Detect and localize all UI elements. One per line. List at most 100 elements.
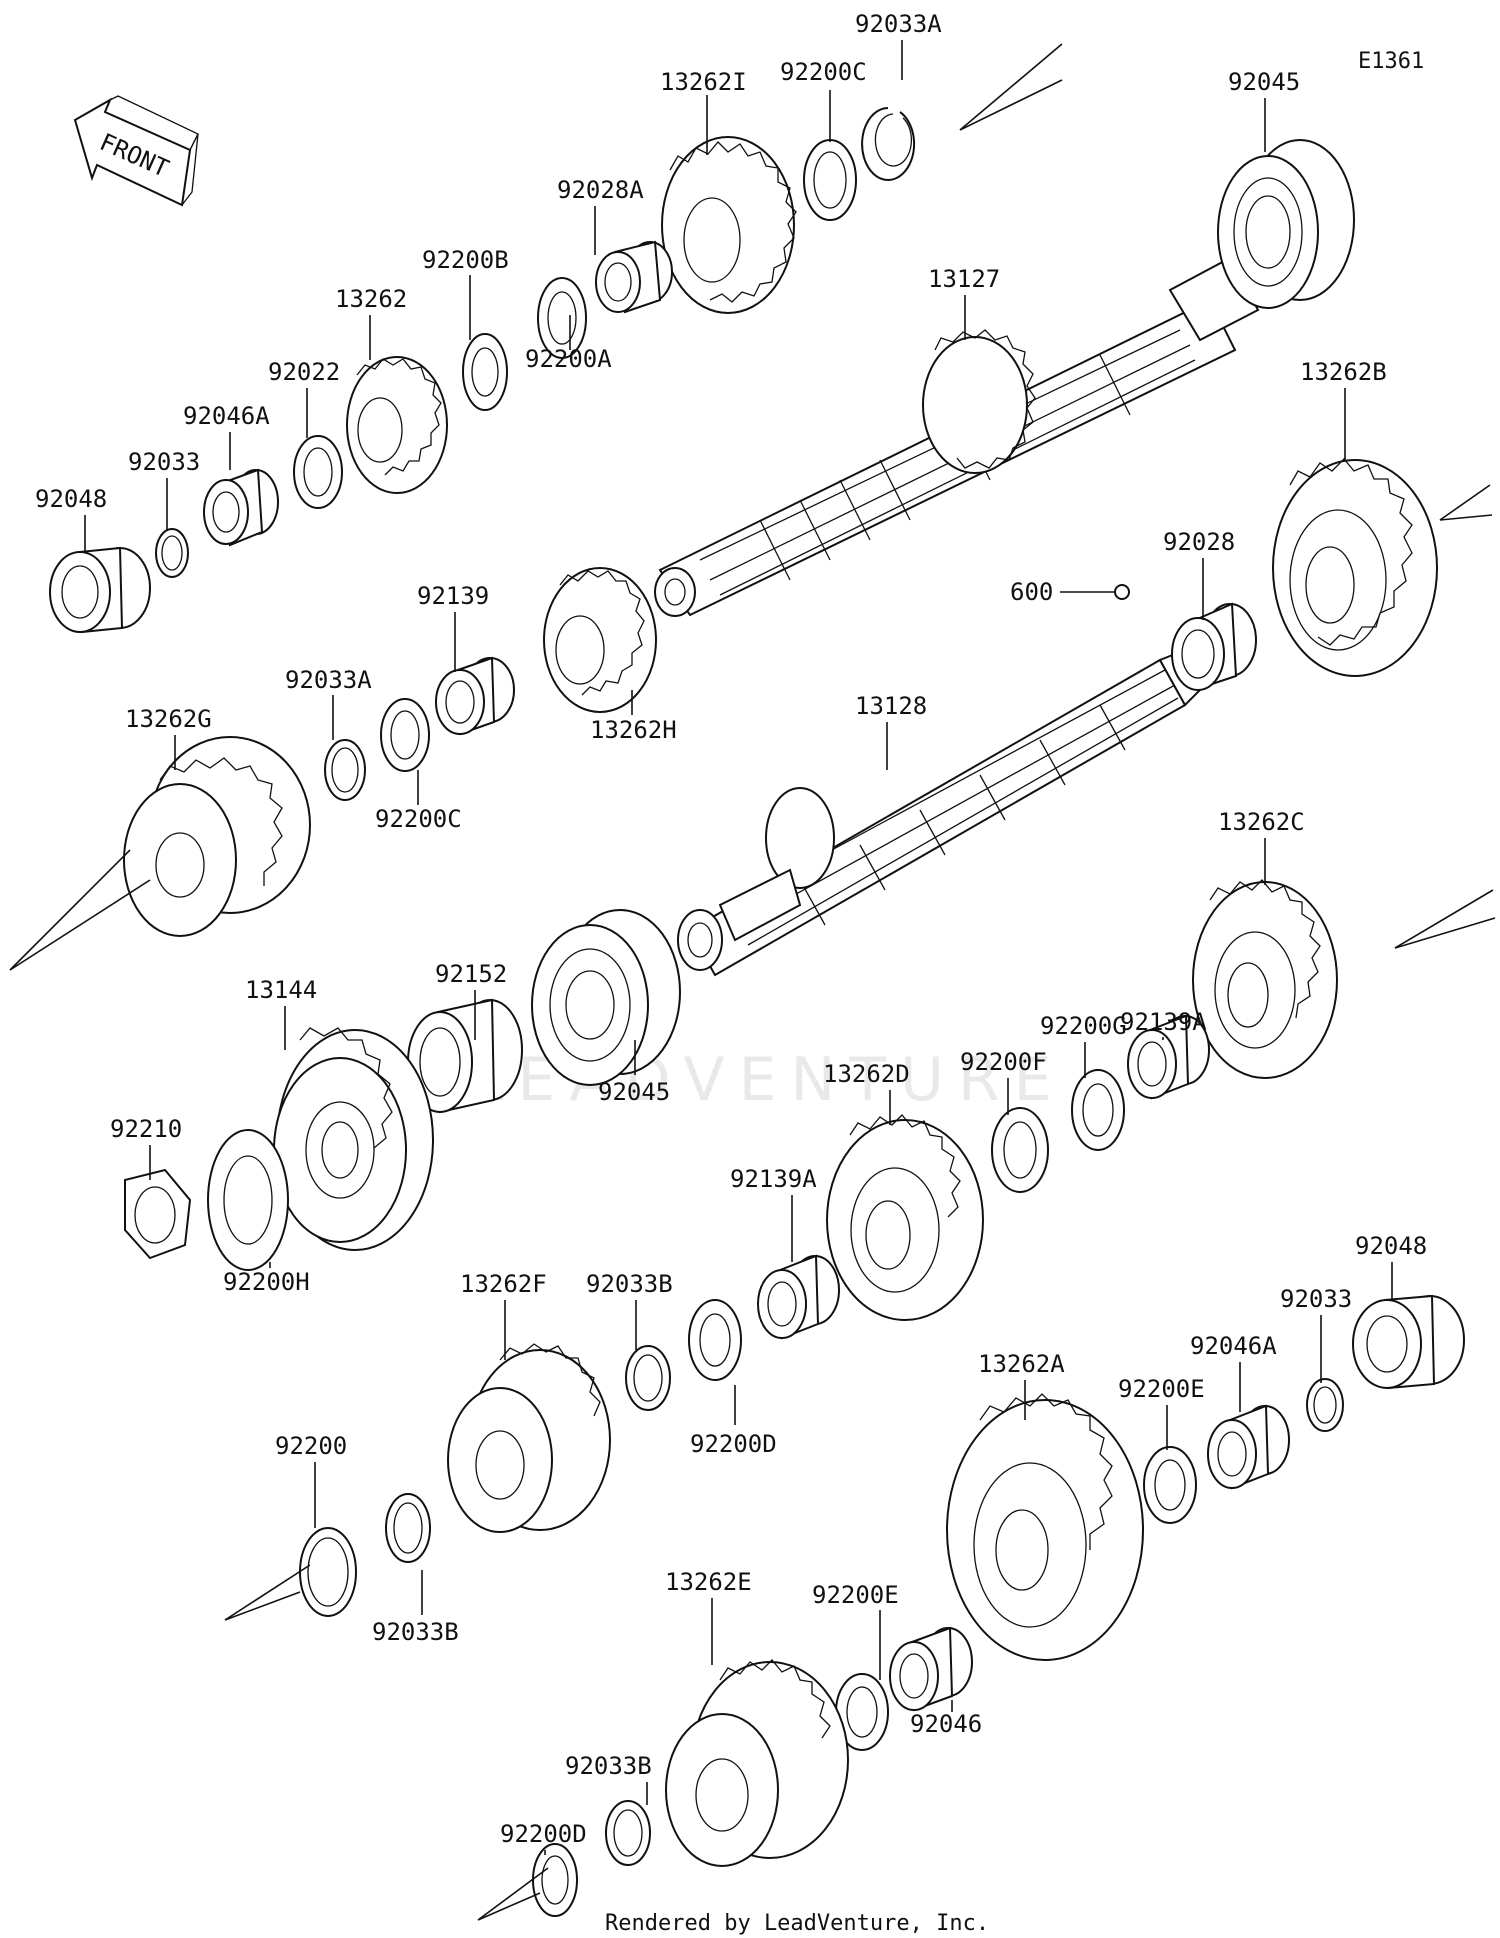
label-92139[interactable]: 92139: [417, 582, 489, 610]
front-arrow-icon: FRONT: [73, 95, 199, 207]
label-92200H[interactable]: 92200H: [223, 1268, 310, 1296]
label-13128[interactable]: 13128: [855, 692, 927, 720]
needle-bearing-92028A[interactable]: [595, 240, 673, 314]
gear-13127[interactable]: [922, 329, 1036, 474]
label-92033-left[interactable]: 92033: [128, 448, 200, 476]
label-13262C[interactable]: 13262C: [1218, 808, 1305, 836]
label-92139A-mid[interactable]: 92139A: [730, 1165, 817, 1193]
collar-92152[interactable]: [407, 998, 523, 1114]
washer-92200D-mid[interactable]: [688, 1299, 742, 1381]
label-92046A-left[interactable]: 92046A: [183, 402, 270, 430]
label-92033A-top[interactable]: 92033A: [855, 10, 942, 38]
circlip-92033B-bottom[interactable]: [605, 1800, 651, 1866]
label-92028A[interactable]: 92028A: [557, 176, 644, 204]
label-92033-right[interactable]: 92033: [1280, 1285, 1352, 1313]
label-92200C-top[interactable]: 92200C: [780, 58, 867, 86]
gear-13262[interactable]: [346, 356, 448, 494]
bushing-92139[interactable]: [435, 656, 515, 736]
part-labels: 13262I 92200C 92033A 92045 92028A 92200B…: [35, 10, 1427, 1848]
label-13262D[interactable]: 13262D: [823, 1060, 910, 1088]
gear-13262D[interactable]: [826, 1114, 984, 1321]
needle-bearing-92046A-right[interactable]: [1207, 1404, 1290, 1490]
label-13144[interactable]: 13144: [245, 976, 317, 1004]
label-92200B[interactable]: 92200B: [422, 246, 509, 274]
label-92048-right[interactable]: 92048: [1355, 1232, 1427, 1260]
washer-92200D-bottom[interactable]: [532, 1843, 578, 1917]
circlip-92033B-low[interactable]: [385, 1493, 431, 1563]
part-600[interactable]: [1060, 584, 1130, 600]
circlip-92033A-top[interactable]: [861, 107, 916, 181]
label-92200[interactable]: 92200: [275, 1432, 347, 1460]
washer-92022[interactable]: [293, 435, 343, 509]
washer-92200H[interactable]: [207, 1129, 289, 1271]
washer-92200G[interactable]: [1071, 1069, 1125, 1151]
label-92200D-bottom[interactable]: 92200D: [500, 1820, 587, 1848]
bearing-92045-top[interactable]: [1217, 139, 1355, 309]
label-92028[interactable]: 92028: [1163, 528, 1235, 556]
label-13262B[interactable]: 13262B: [1300, 358, 1387, 386]
gear-13262F[interactable]: [447, 1343, 611, 1533]
label-92033B-low[interactable]: 92033B: [372, 1618, 459, 1646]
label-92022[interactable]: 92022: [268, 358, 340, 386]
label-92200C-mid[interactable]: 92200C: [375, 805, 462, 833]
label-13262H[interactable]: 13262H: [590, 716, 677, 744]
footer-credit: Rendered by LeadVenture, Inc.: [605, 1911, 989, 1936]
collar-92048-left[interactable]: [49, 546, 151, 634]
label-13262I[interactable]: 13262I: [660, 68, 747, 96]
sprocket-13144[interactable]: [273, 1027, 434, 1251]
nut-92210[interactable]: [124, 1168, 192, 1260]
washer-92200E-right[interactable]: [1143, 1446, 1197, 1524]
label-92045-top[interactable]: 92045: [1228, 68, 1300, 96]
gear-13262A[interactable]: [946, 1393, 1144, 1661]
gear-13262C[interactable]: [1192, 879, 1338, 1079]
circlip-92033-left[interactable]: [155, 528, 189, 578]
label-13262A[interactable]: 13262A: [978, 1350, 1065, 1378]
label-92046[interactable]: 92046: [910, 1710, 982, 1738]
label-92200E-low[interactable]: 92200E: [812, 1581, 899, 1609]
needle-bearing-92046A-left[interactable]: [203, 468, 279, 547]
washer-92200B[interactable]: [462, 333, 508, 411]
label-92200A[interactable]: 92200A: [525, 345, 612, 373]
label-92200F[interactable]: 92200F: [960, 1048, 1047, 1076]
label-92139A-right[interactable]: 92139A: [1120, 1008, 1207, 1036]
label-13262E[interactable]: 13262E: [665, 1568, 752, 1596]
gear-13262B[interactable]: [1272, 458, 1438, 677]
needle-bearing-92139A-right[interactable]: [1127, 1014, 1210, 1100]
needle-bearing-92046[interactable]: [889, 1626, 973, 1712]
label-92210[interactable]: 92210: [110, 1115, 182, 1143]
label-92200G[interactable]: 92200G: [1040, 1012, 1127, 1040]
needle-bearing-92139A-mid[interactable]: [757, 1254, 840, 1340]
label-92046A-right[interactable]: 92046A: [1190, 1332, 1277, 1360]
label-92033B-bottom[interactable]: 92033B: [565, 1752, 652, 1780]
label-13262G[interactable]: 13262G: [125, 705, 212, 733]
label-92152[interactable]: 92152: [435, 960, 507, 988]
washer-92200A[interactable]: [537, 277, 587, 359]
diagram-code: E1361: [1358, 49, 1424, 74]
gear-13262I[interactable]: [661, 136, 797, 314]
circlip-92033B-mid[interactable]: [625, 1345, 671, 1411]
shaft-13128[interactable]: [677, 648, 1202, 977]
washer-92200C-mid[interactable]: [380, 698, 430, 772]
circlip-92033-right[interactable]: [1306, 1378, 1344, 1432]
bushing-92028[interactable]: [1171, 602, 1257, 691]
label-92048-left[interactable]: 92048: [35, 485, 107, 513]
label-92200E-right[interactable]: 92200E: [1118, 1375, 1205, 1403]
label-13262[interactable]: 13262: [335, 285, 407, 313]
label-13262F[interactable]: 13262F: [460, 1270, 547, 1298]
washer-92200[interactable]: [299, 1527, 357, 1617]
circlip-92033A-mid[interactable]: [324, 739, 366, 801]
gear-13262E[interactable]: [665, 1659, 849, 1867]
label-600[interactable]: 600: [1010, 578, 1053, 606]
gear-13262G[interactable]: [123, 736, 311, 937]
label-92033A-mid[interactable]: 92033A: [285, 666, 372, 694]
washer-92200F[interactable]: [991, 1107, 1049, 1193]
label-92033B-mid[interactable]: 92033B: [586, 1270, 673, 1298]
collar-92048-right[interactable]: [1352, 1294, 1465, 1390]
label-92200D-mid[interactable]: 92200D: [690, 1430, 777, 1458]
washer-92200C-top[interactable]: [803, 139, 857, 221]
gear-13262H[interactable]: [543, 567, 657, 713]
bearing-92045-mid[interactable]: [531, 909, 681, 1086]
label-13127[interactable]: 13127: [928, 265, 1000, 293]
label-92045-mid[interactable]: 92045: [598, 1078, 670, 1106]
